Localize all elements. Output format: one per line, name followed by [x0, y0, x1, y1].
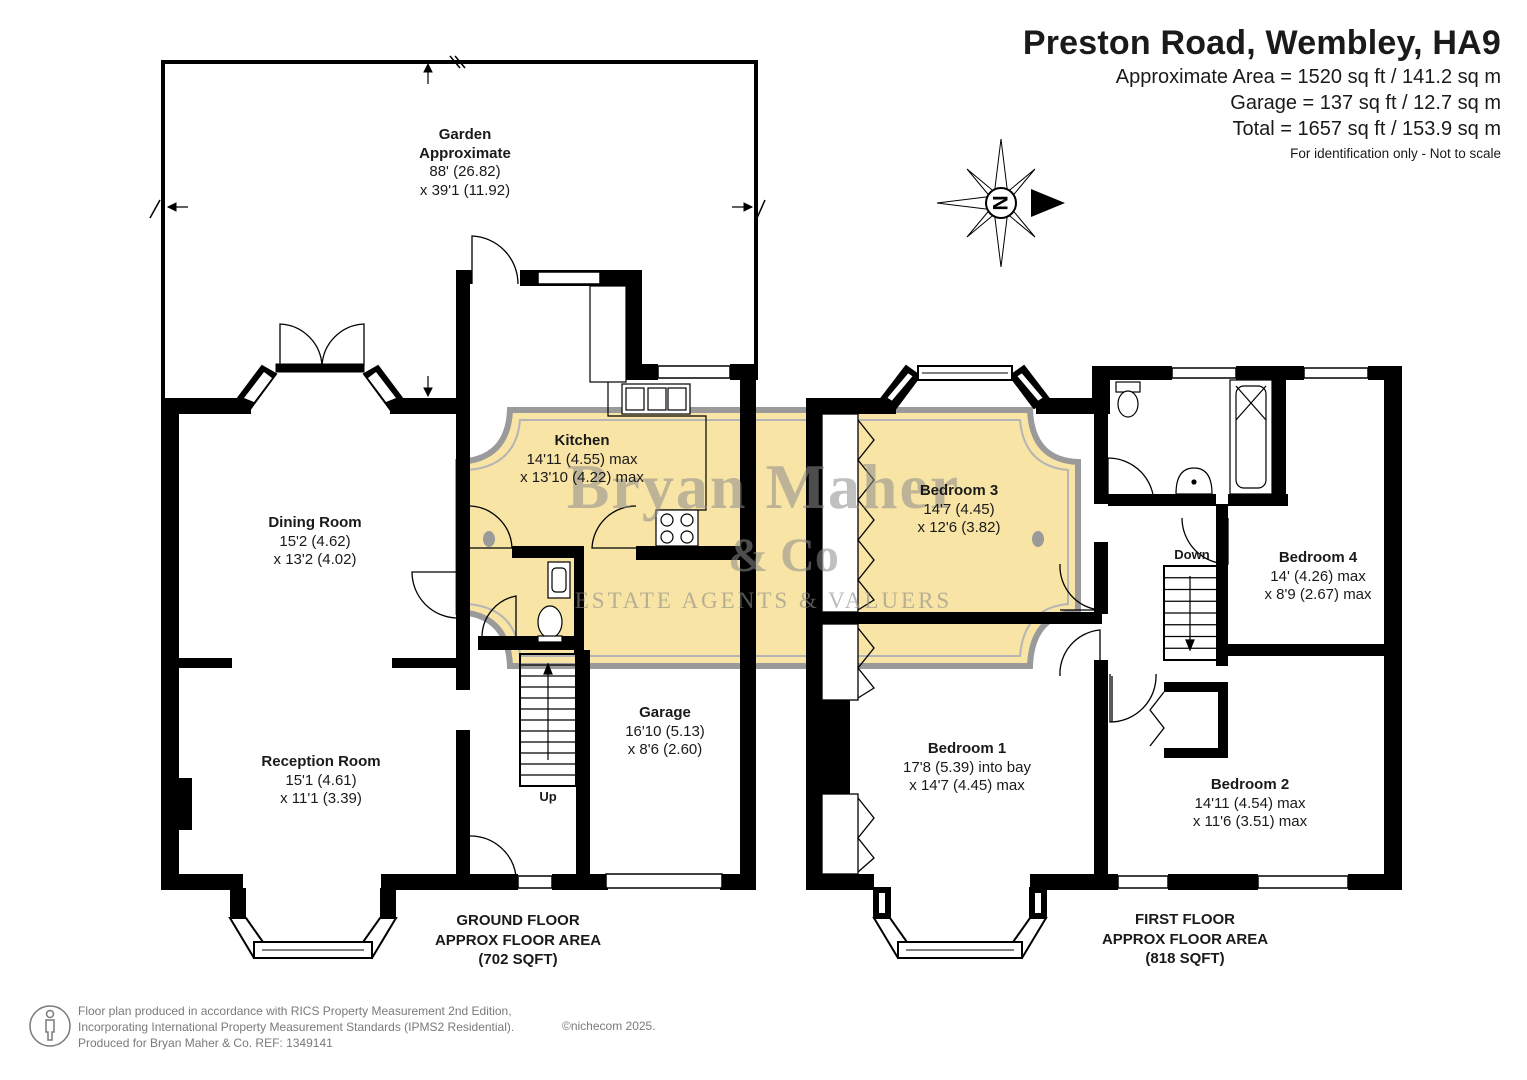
room-name: Bedroom 4 [1278, 549, 1358, 566]
room-line: x 8'9 (2.67) max [1264, 586, 1372, 603]
room-name: Bedroom 3 [919, 482, 999, 499]
bay-window-reception [228, 917, 398, 960]
room-line: Approximate [419, 144, 511, 162]
room-line: 15'2 (4.62) [279, 532, 351, 550]
room-line: 14'7 (4.45) [923, 500, 995, 518]
door-swings [279, 235, 637, 877]
compass-letter: N [988, 195, 1011, 210]
bathroom-fittings [1115, 379, 1273, 495]
door-swings-first [1059, 457, 1229, 723]
floor-line: APPROX FLOOR AREA [434, 931, 602, 949]
person-logo-icon [29, 1005, 71, 1047]
footer-line: Floor plan produced in accordance with R… [78, 1004, 512, 1018]
room-line: 14' (4.26) max [1270, 567, 1366, 585]
room-name: Bedroom 2 [1210, 776, 1290, 793]
watermark-co: & Co [728, 529, 839, 582]
cloakroom-fittings [537, 561, 571, 643]
room-line: x 8'6 (2.60) [627, 741, 703, 758]
floor-line: GROUND FLOOR [456, 912, 580, 929]
wardrobes [821, 413, 1165, 875]
floor-line: (702 SQFT) [478, 951, 558, 968]
bay-window-bedroom3 [878, 364, 1052, 410]
room-label-kitchen: Kitchen 14'11 (4.55) max x 13'10 (4.22) … [482, 432, 682, 488]
room-name: Reception Room [261, 753, 381, 770]
bay-window-bedroom1 [872, 887, 1048, 960]
floor-line: (818 SQFT) [1145, 950, 1225, 967]
room-label-bedroom1: Bedroom 1 17'8 (5.39) into bay x 14'7 (4… [867, 740, 1067, 796]
room-line: x 13'2 (4.02) [273, 551, 357, 568]
watermark-badge [455, 407, 1081, 669]
room-name: Garage [639, 704, 691, 721]
room-line: 16'10 (5.13) [625, 722, 705, 740]
bay-window-dining [230, 363, 410, 414]
stairs-up [519, 653, 577, 787]
garage-area: Garage = 137 sq ft / 12.7 sq m [1230, 92, 1501, 114]
room-name: Dining Room [268, 514, 362, 531]
room-line: 15'1 (4.61) [285, 771, 357, 789]
kitchen-fittings [589, 285, 707, 547]
first-floor-walls [806, 366, 1402, 890]
first-floor-label: FIRST FLOOR APPROX FLOOR AREA (818 SQFT) [1075, 910, 1295, 969]
windows-first [1117, 367, 1369, 889]
stairs-up-label: Up [539, 789, 557, 804]
room-name: Garden [438, 126, 492, 143]
garden-boundary [149, 55, 766, 398]
room-label-bedroom4: Bedroom 4 14' (4.26) max x 8'9 (2.67) ma… [1238, 549, 1398, 605]
watermark-tagline: ESTATE AGENTS & VALUERS [574, 588, 953, 613]
room-line: 14'11 (4.55) max [526, 450, 638, 468]
compass-rose-icon: N [936, 138, 1065, 268]
room-name: Kitchen [554, 432, 610, 449]
room-line: 17'8 (5.39) into bay [903, 758, 1031, 776]
stairs-down-label: Down [1174, 547, 1210, 562]
floor-line: FIRST FLOOR [1135, 911, 1235, 928]
room-label-bedroom3: Bedroom 3 14'7 (4.45) x 12'6 (3.82) [859, 482, 1059, 538]
watermark-name: Bryan Maher [566, 451, 961, 522]
room-line: x 13'10 (4.22) max [520, 469, 644, 486]
total-area: Total = 1657 sq ft / 153.9 sq m [1232, 118, 1502, 140]
ground-floor-label: GROUND FLOOR APPROX FLOOR AREA (702 SQFT… [408, 911, 628, 970]
approx-area: Approximate Area = 1520 sq ft / 141.2 sq… [1115, 66, 1501, 88]
room-label-dining: Dining Room 15'2 (4.62) x 13'2 (4.02) [215, 514, 415, 570]
watermark-plaque [455, 407, 1081, 669]
room-line: x 11'1 (3.39) [280, 790, 362, 807]
room-name: Bedroom 1 [927, 740, 1007, 757]
footer-line: Incorporating International Property Mea… [78, 1020, 515, 1034]
copyright: ©nichecom 2025. [562, 1019, 656, 1033]
floor-line: APPROX FLOOR AREA [1101, 930, 1269, 948]
plan-header: Preston Road, Wembley, HA9 Approximate A… [1023, 22, 1501, 164]
room-line: 88' (26.82) [429, 163, 501, 180]
room-label-reception: Reception Room 15'1 (4.61) x 11'1 (3.39) [221, 753, 421, 809]
room-label-garage: Garage 16'10 (5.13) x 8'6 (2.60) [595, 704, 735, 760]
room-label-garden: Garden Approximate 88' (26.82) x 39'1 (1… [365, 126, 565, 200]
stairs-down [1163, 565, 1219, 661]
room-line: x 14'7 (4.45) max [909, 777, 1025, 794]
room-line: x 12'6 (3.82) [917, 519, 1001, 536]
scale-note: For identification only - Not to scale [1290, 146, 1501, 161]
footer-line: Produced for Bryan Maher & Co. REF: 1349… [78, 1036, 333, 1050]
room-line: x 11'6 (3.51) max [1192, 813, 1308, 830]
footer-notes: Floor plan produced in accordance with R… [78, 1003, 514, 1051]
room-label-bedroom2: Bedroom 2 14'11 (4.54) max x 11'6 (3.51)… [1150, 776, 1350, 832]
room-line: 14'11 (4.54) max [1194, 794, 1306, 812]
windows-ground [517, 271, 731, 889]
room-line: x 39'1 (11.92) [419, 181, 511, 199]
property-title: Preston Road, Wembley, HA9 [1022, 24, 1501, 62]
